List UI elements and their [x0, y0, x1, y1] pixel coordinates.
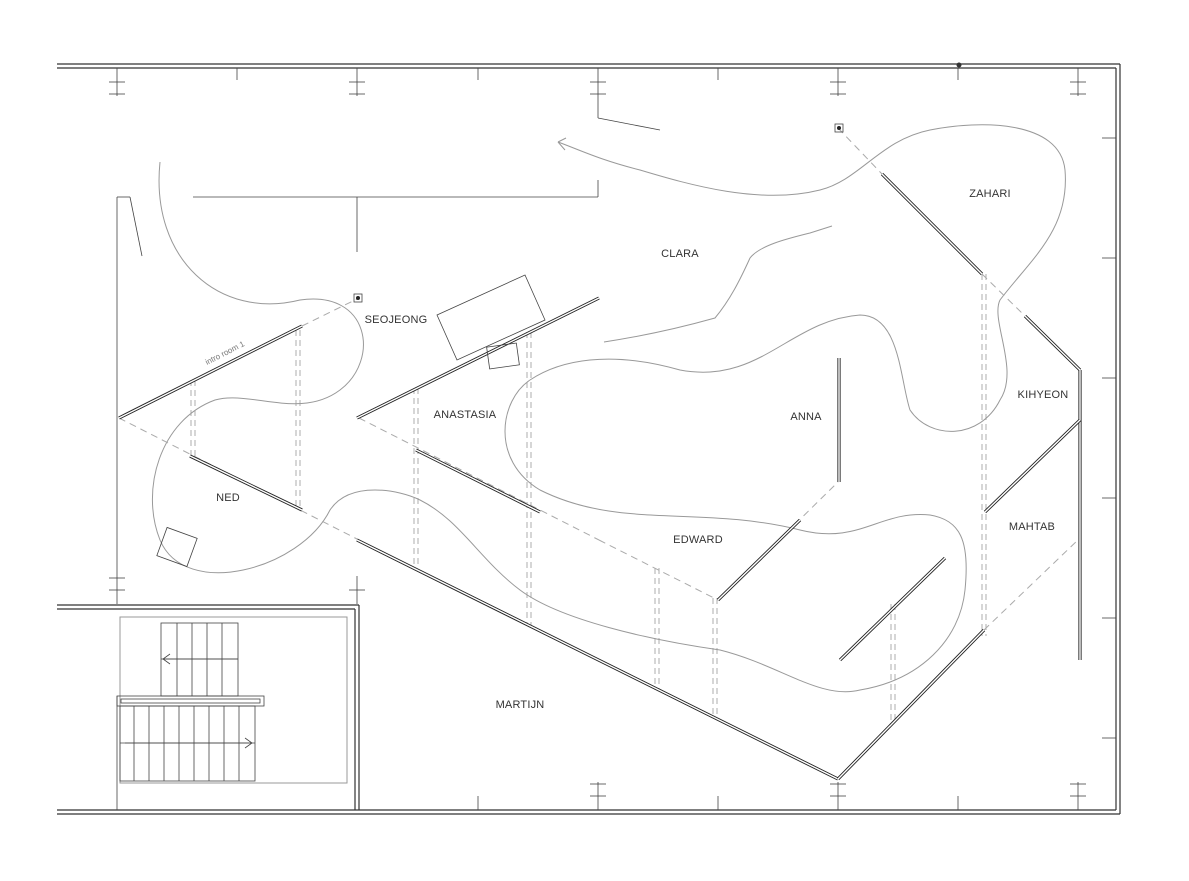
intro-room-annotation: intro room 1 — [204, 339, 247, 367]
dashed-connections — [118, 127, 1081, 631]
room-label-mahtab: MAHTAB — [1009, 521, 1055, 533]
room-label-anastasia: ANASTASIA — [434, 409, 497, 421]
room-label-clara: CLARA — [661, 248, 699, 260]
ceiling-beams — [190, 274, 987, 722]
visitor-flow — [152, 124, 1066, 693]
room-label-kihyeon: KIHYEON — [1018, 389, 1069, 401]
exhibition-panels — [118, 172, 1082, 781]
room-label-anna: ANNA — [790, 411, 822, 423]
interior-walls — [116, 96, 661, 576]
column-markers — [109, 68, 1116, 810]
room-label-seojeong: SEOJEONG — [365, 314, 428, 326]
room-label-ned: NED — [216, 492, 240, 504]
stairwell — [57, 604, 360, 810]
room-labels: ZAHARI CLARA SEOJEONG ANASTASIA ANNA KIH… — [204, 188, 1069, 711]
room-label-martijn: MARTIJN — [496, 699, 545, 711]
room-label-edward: EDWARD — [673, 534, 723, 546]
equipment — [156, 123, 844, 568]
outer-walls — [57, 62, 1121, 815]
room-label-zahari: ZAHARI — [969, 188, 1011, 200]
